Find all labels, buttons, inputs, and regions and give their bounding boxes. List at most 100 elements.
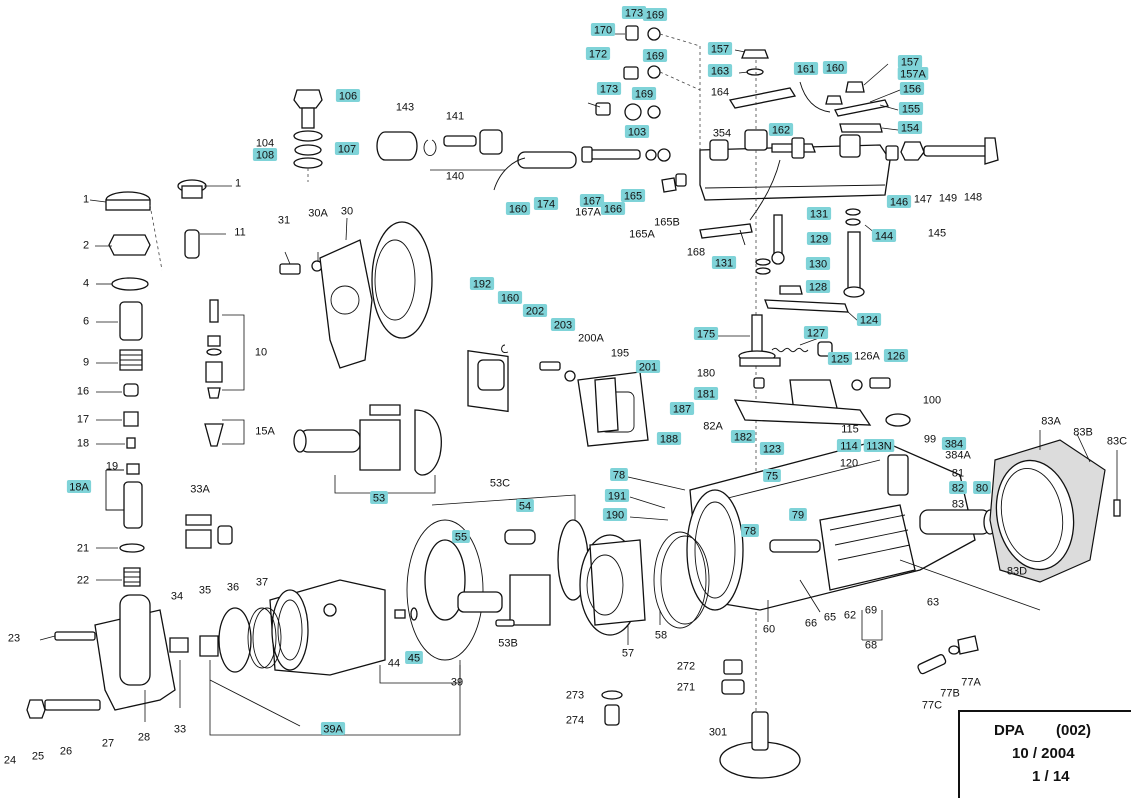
label-highlight	[899, 82, 925, 95]
part-number: 131	[810, 209, 828, 221]
part-label: 54	[516, 499, 534, 513]
part-number: 166	[604, 204, 622, 216]
part-label: 107	[334, 142, 360, 156]
part-number: 81	[952, 468, 964, 480]
part-label: 82	[949, 481, 967, 495]
part-label: 154	[897, 121, 923, 135]
part-label: 104	[256, 138, 274, 150]
part-number: 1	[235, 178, 241, 190]
part-label: 173	[596, 82, 622, 96]
part-label: 354	[713, 128, 731, 140]
part-label: 108	[252, 148, 278, 162]
part-number: 120	[840, 458, 858, 470]
label-highlight	[941, 437, 967, 450]
part-number: 160	[501, 293, 519, 305]
part-label: 83	[952, 499, 964, 511]
label-highlight	[596, 82, 622, 95]
part-number: 75	[766, 471, 778, 483]
part-number: 82	[952, 483, 964, 495]
part-label: 21	[77, 543, 89, 555]
label-highlight	[66, 480, 92, 493]
part-number: 195	[611, 348, 629, 360]
part-number: 33	[174, 724, 186, 736]
part-number: 25	[32, 751, 44, 763]
hydraulic-head-group	[467, 344, 649, 447]
part-number: 272	[677, 661, 695, 673]
part-label: 53C	[490, 478, 510, 490]
label-highlight	[600, 202, 626, 215]
part-label: 35	[199, 585, 211, 597]
label-highlight	[631, 87, 657, 100]
part-label: 129	[806, 232, 832, 246]
part-number: 62	[844, 610, 856, 622]
part-number: 83	[952, 499, 964, 511]
part-number: 24	[4, 755, 16, 767]
part-number: 124	[860, 315, 878, 327]
label-highlight	[949, 481, 967, 494]
part-number: 145	[928, 228, 946, 240]
label-highlight	[550, 318, 576, 331]
label-highlight	[585, 47, 611, 60]
part-number: 80	[976, 483, 988, 495]
part-number: 167	[583, 196, 601, 208]
part-label: 146	[886, 195, 912, 209]
part-number: 162	[772, 125, 790, 137]
part-label: 174	[533, 197, 559, 211]
part-number: 202	[526, 306, 544, 318]
part-label: 2	[83, 240, 89, 252]
part-number: 129	[810, 234, 828, 246]
part-number: 19	[106, 461, 118, 473]
part-number: 17	[77, 414, 89, 426]
part-label: 26	[60, 746, 72, 758]
part-label: 80	[973, 481, 991, 495]
part-label: 201	[635, 360, 661, 374]
part-number: 107	[338, 144, 356, 156]
label-highlight	[707, 42, 733, 55]
part-label: 53	[370, 491, 388, 505]
part-label: 165	[620, 189, 646, 203]
part-number: 182	[734, 432, 752, 444]
part-number: 108	[256, 150, 274, 162]
part-label: 164	[711, 87, 729, 99]
part-number: 18	[77, 438, 89, 450]
part-number: 33A	[190, 484, 210, 496]
part-label: 126A	[854, 351, 880, 363]
part-number: 79	[792, 510, 804, 522]
bracket-33A	[185, 514, 233, 549]
part-number: 160	[826, 63, 844, 75]
part-number: 175	[697, 329, 715, 341]
label-highlight	[669, 402, 695, 415]
pin-and-screw	[493, 146, 687, 193]
part-number: 21	[77, 543, 89, 555]
part-label: 63	[927, 597, 939, 609]
part-number: 181	[697, 389, 715, 401]
part-label: 169	[642, 49, 668, 63]
part-label: 161	[793, 62, 819, 76]
part-label: 384A	[945, 450, 971, 462]
part-number: 77C	[922, 700, 942, 712]
part-label: 22	[77, 575, 89, 587]
part-label: 131	[806, 207, 832, 221]
part-label: 77C	[922, 700, 942, 712]
part-number: 123	[763, 444, 781, 456]
part-label: 130	[805, 257, 831, 271]
title-date: 10 / 2004	[1012, 745, 1075, 762]
bottom-fittings	[601, 659, 801, 779]
part-number: 169	[646, 51, 664, 63]
part-number: 141	[446, 111, 464, 123]
part-number: 147	[914, 194, 932, 206]
part-number: 172	[589, 49, 607, 61]
part-number: 104	[256, 138, 274, 150]
governor-cover	[699, 129, 999, 246]
part-label: 202	[522, 304, 548, 318]
part-label: 19	[106, 461, 118, 473]
part-number: 63	[927, 597, 939, 609]
part-number: 126	[887, 351, 905, 363]
part-label: 273	[566, 690, 584, 702]
title-block: DPA (002) 10 / 2004 1 / 14	[958, 710, 1131, 798]
part-number: 174	[537, 199, 555, 211]
part-label: 55	[452, 530, 470, 544]
label-highlight	[533, 197, 559, 210]
title-code: (002)	[1056, 722, 1092, 739]
title-page: 1 / 14	[1032, 768, 1070, 785]
